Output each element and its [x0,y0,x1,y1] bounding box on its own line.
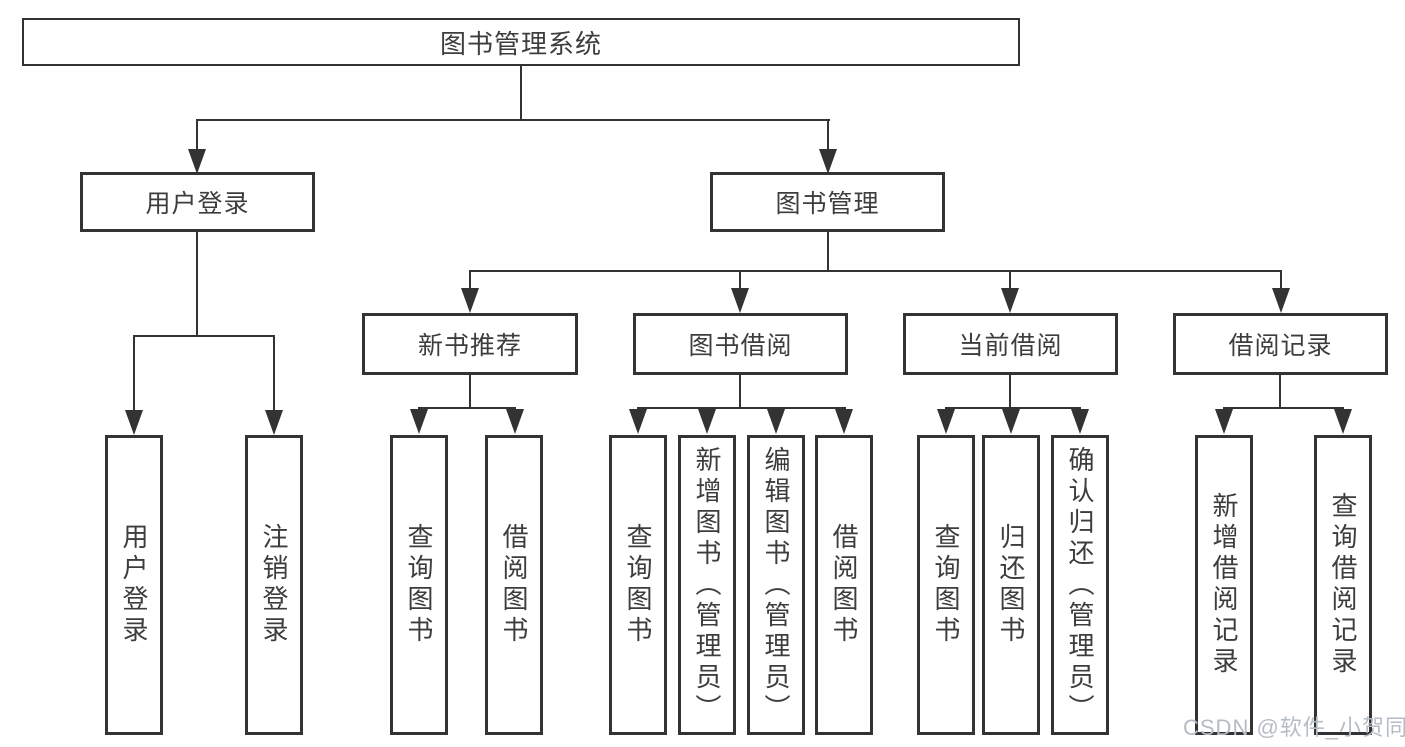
leaf-add-book-admin: 新增图书（管理员） [678,435,736,735]
connector-branch [945,407,1081,409]
connector-branch [133,335,275,337]
arrow-down-icon [937,409,955,434]
arrow-down-icon [819,149,837,174]
arrow-down-icon [461,288,479,313]
connector-branch [1223,407,1344,409]
node-book-management: 图书管理 [710,172,945,232]
connector-line [273,335,275,412]
connector-line [196,232,198,337]
node-library-system: 图书管理系统 [22,18,1020,66]
arrow-down-icon [265,410,283,435]
leaf-borrow-books-recommend: 借阅图书 [485,435,543,735]
arrow-down-icon [1272,288,1290,313]
arrow-down-icon [410,409,428,434]
connector-branch [418,407,516,409]
leaf-query-borrow-record: 查询借阅记录 [1314,435,1372,735]
arrow-down-icon [1215,409,1233,434]
node-book-borrowing: 图书借阅 [633,313,848,375]
arrow-down-icon [629,409,647,434]
arrow-down-icon [1002,409,1020,434]
arrow-down-icon [1071,409,1089,434]
connector-line [1279,375,1281,409]
connector-branch [196,119,830,121]
connector-line [739,270,741,290]
connector-line [196,119,198,151]
connector-branch [637,407,846,409]
connector-line [133,335,135,412]
arrow-down-icon [506,409,524,434]
leaf-borrow-books: 借阅图书 [815,435,873,735]
leaf-edit-book-admin: 编辑图书（管理员） [747,435,805,735]
connector-line [1009,270,1011,290]
connector-line [469,375,471,409]
arrow-down-icon [1334,409,1352,434]
leaf-add-borrow-record: 新增借阅记录 [1195,435,1253,735]
connector-line [1280,270,1282,290]
arrow-down-icon [188,149,206,174]
arrow-down-icon [698,409,716,434]
leaf-query-books-current: 查询图书 [917,435,975,735]
leaf-query-books-recommend: 查询图书 [390,435,448,735]
arrow-down-icon [835,409,853,434]
leaf-logout: 注销登录 [245,435,303,735]
arrow-down-icon [767,409,785,434]
arrow-down-icon [1001,288,1019,313]
connector-line [469,270,471,290]
arrow-down-icon [731,288,749,313]
node-current-borrowing: 当前借阅 [903,313,1118,375]
leaf-return-books: 归还图书 [982,435,1040,735]
node-user-login: 用户登录 [80,172,315,232]
arrow-down-icon [125,410,143,435]
leaf-confirm-return-admin: 确认归还（管理员） [1051,435,1109,735]
connector-line [827,119,829,151]
node-new-book-recommendation: 新书推荐 [362,313,578,375]
connector-branch [469,270,1282,272]
leaf-query-books-borrowing: 查询图书 [609,435,667,735]
connector-line [827,232,829,272]
leaf-user-login: 用户登录 [105,435,163,735]
connector-line [739,375,741,409]
csdn-watermark: CSDN @软件_小贺同学 [1183,715,1405,740]
connector-line [1009,375,1011,409]
connector-line [520,66,522,121]
node-borrowing-records: 借阅记录 [1173,313,1388,375]
